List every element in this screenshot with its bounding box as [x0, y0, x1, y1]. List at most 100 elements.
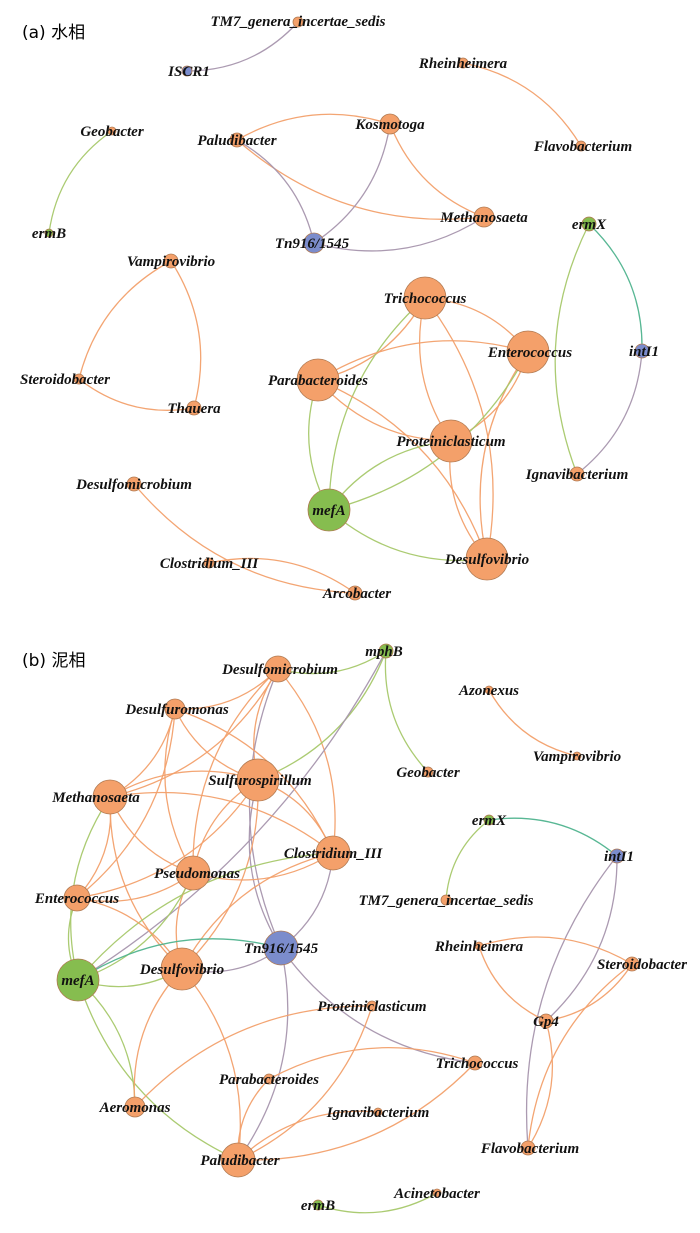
edge-Palud_a-Kosmo_a	[236, 113, 391, 141]
node-Dmicro_a	[126, 476, 142, 492]
node-Parab_b	[263, 1073, 275, 1085]
node-Trich_a	[403, 276, 447, 320]
label-mphB_b: mphB	[365, 644, 403, 660]
label-Stero_b: Steroidobacter	[597, 957, 687, 973]
label-Geob_b: Geobacter	[396, 765, 459, 781]
label-mefA_a: mefA	[312, 503, 345, 519]
node-Thau_a	[186, 400, 202, 416]
label-Enter_b: Enterococcus	[34, 891, 119, 907]
node-ermB_a	[44, 228, 54, 238]
node-Metha_b	[92, 779, 128, 815]
label-Rhein_a: Rheinheimera	[418, 56, 508, 72]
node-Enter_b	[63, 884, 91, 912]
label-intI1_b: intI1	[604, 849, 634, 865]
label-Prote_a: Proteiniclasticum	[396, 434, 505, 450]
edge-Rhein_b-Gp4_b	[478, 945, 547, 1022]
node-Flavo_a	[575, 140, 587, 152]
node-Geob_b	[422, 766, 434, 778]
edge-Trich_a-Desvib_a	[424, 297, 494, 560]
edge-Parab_a-Desvib_a	[317, 379, 488, 560]
label-Prote_b: Proteiniclasticum	[317, 999, 426, 1015]
label-Geob_a: Geobacter	[80, 124, 143, 140]
node-intI1_b	[609, 848, 625, 864]
edge-ermX_b-TM7_b	[445, 819, 490, 901]
edge-Vampi_a-Thau_a	[170, 260, 202, 409]
label-Vampi_a: Vampirovibrio	[127, 254, 215, 270]
edge-Trich_a-Prote_a	[418, 297, 452, 442]
node-Rhein_b	[474, 941, 484, 951]
label-Palud_b: Paludibacter	[200, 1153, 279, 1169]
node-Stero_a	[73, 373, 85, 385]
node-Vampi_b	[572, 751, 582, 761]
label-Sulfu_b: Sulfurospirillum	[208, 773, 311, 789]
node-Clost_a	[203, 557, 215, 569]
node-ermB_b	[312, 1199, 324, 1211]
edge-Dmicro_b-Metha_b	[109, 668, 279, 798]
label-TM7_a: TM7_genera_incertae_sedis	[211, 14, 386, 30]
node-Rhein_a	[457, 57, 469, 69]
node-Prote_b	[366, 1000, 378, 1012]
edge-Metha_b-Clost_b	[109, 791, 334, 854]
label-TM7_b: TM7_genera_incertae_sedis	[359, 893, 534, 909]
edge-Palud_b-Ignav_b	[237, 1110, 379, 1161]
edge-Stero_b-Gp4_b	[545, 963, 633, 1022]
node-Palud_a	[229, 132, 245, 148]
edge-ermB_b-Acine_b	[317, 1192, 438, 1214]
edge-Dmicro_b-Tn916_b	[248, 668, 282, 949]
edge-Trich_a-mefA_a	[328, 297, 426, 511]
edge-Vampi_a-Stero_a	[78, 260, 172, 380]
edge-Palud_a-Tn916_a	[236, 139, 315, 244]
panel-a-label: (a) 水相	[22, 23, 85, 43]
edge-intI1_b-Flavo_b	[525, 855, 618, 1149]
edge-Rhein_a-Flavo_a	[462, 62, 582, 147]
edge-Clost_b-Pseud_b	[192, 852, 334, 881]
edge-Clost_a-Arco_a	[208, 557, 356, 594]
edge-Palud_a-Metha_a	[236, 139, 485, 220]
label-Ignav_b: Ignavibacterium	[326, 1105, 430, 1121]
edge-Gp4_b-Flavo_b	[527, 1020, 554, 1149]
edge-Stero_b-Flavo_b	[527, 963, 633, 1149]
panel-b-label: (b) 泥相	[22, 651, 85, 671]
edge-Prote_b-Aerom_b	[134, 1005, 373, 1108]
node-ISCR1_a	[181, 65, 193, 77]
node-TM7_b	[440, 894, 452, 906]
node-Desvib_a	[465, 537, 509, 581]
node-Kosmo_a	[379, 113, 401, 135]
edge-ermX_b-intI1_b	[488, 817, 618, 857]
label-Dmicro_b: Desulfomicrobium	[221, 662, 338, 678]
edge-Tn916_b-Palud_b	[237, 947, 289, 1161]
label-Thau_a: Thauera	[167, 401, 221, 417]
edge-intI1_a-Ignav_a	[576, 350, 643, 475]
node-Desvib_b	[160, 947, 204, 991]
edge-mefA_b-Palud_b	[77, 979, 239, 1161]
label-Dmicro_a: Desulfomicrobium	[75, 477, 192, 493]
edge-mphB_b-Sulfu_b	[257, 650, 387, 781]
label-Ignav_a: Ignavibacterium	[525, 467, 629, 483]
node-Sulfu_b	[236, 758, 280, 802]
node-Gp4_b	[538, 1013, 554, 1029]
node-Enter_a	[506, 330, 550, 374]
label-Trich_a: Trichococcus	[384, 291, 467, 307]
node-Palud_b	[220, 1142, 256, 1178]
edge-intI1_b-Gp4_b	[545, 855, 618, 1022]
label-ermB_a: ermB	[32, 226, 66, 242]
label-Aerom_b: Aeromonas	[99, 1100, 171, 1116]
edge-Tn916_b-Trich_b	[280, 947, 476, 1064]
nodes-layer	[44, 16, 650, 1211]
label-Acine_b: Acinetobacter	[393, 1186, 480, 1202]
edge-Clost_b-Desvib_b	[181, 852, 334, 970]
edge-Sulfu_b-Enter_b	[76, 779, 259, 899]
edge-Dmona_b-Pseud_b	[164, 708, 194, 874]
label-Desvib_b: Desulfovibrio	[139, 962, 224, 978]
node-mphB_b	[378, 643, 394, 659]
edge-Dmicro_b-Pseud_b	[192, 668, 279, 874]
node-Dmicro_b	[264, 655, 292, 683]
edge-ermX_a-intI1_a	[588, 223, 643, 352]
node-Tn916_a	[303, 232, 325, 254]
node-Arco_a	[347, 585, 363, 601]
label-Vampi_b: Vampirovibrio	[533, 749, 621, 765]
label-intI1_a: intI1	[629, 344, 659, 360]
node-intI1_a	[634, 343, 650, 359]
